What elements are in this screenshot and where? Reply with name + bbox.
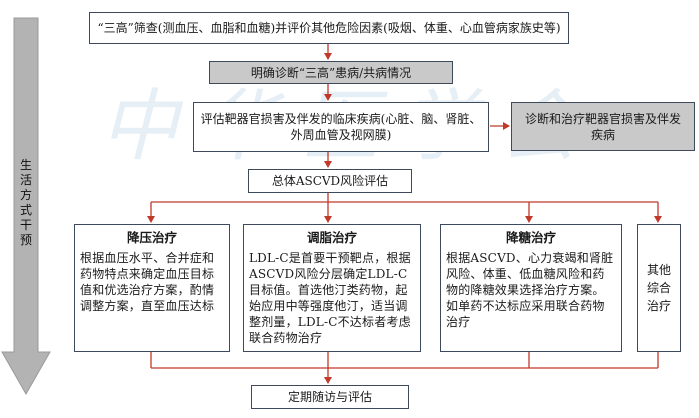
glucose-treatment-text: 根据ASCVD、心力衰竭和肾脏风险、体重、低血糖风险和药物的降糖效果选择治疗方案… [446,251,614,329]
glucose-treatment-box: 降糖治疗 根据ASCVD、心力衰竭和肾脏风险、体重、低血糖风险和药物的降糖效果选… [440,224,622,352]
screening-box: “三高”筛查(测血压、血脂和血糖)并评价其他危险因素(吸烟、体重、心血管病家族史… [89,12,569,44]
ascvd-evaluation-box: 总体ASCVD风险评估 [248,169,412,193]
diagnosis-box: 明确诊断“三高”患病/共病情况 [209,61,453,84]
screening-text: “三高”筛查(测血压、血脂和血糖)并评价其他危险因素(吸烟、体重、心血管病家族史… [97,21,561,35]
bp-treatment-title: 降压治疗 [126,230,177,245]
other-treatment-box: 其他综合治疗 [637,224,681,352]
target-organ-evaluation-box: 评估靶器官损害及伴发的临床疾病(心脏、脑、肾脏、外周血管及视网膜) [193,102,489,152]
target-organ-treatment-box: 诊断和治疗靶器官损害及伴发疾病 [511,102,695,151]
target-organ-evaluation-text: 评估靶器官损害及伴发的临床疾病(心脏、脑、肾脏、外周血管及视网膜) [200,112,482,142]
lifestyle-side-arrow [1,17,51,396]
other-treatment-text: 其他综合治疗 [646,263,671,313]
followup-box: 定期随访与评估 [251,385,409,409]
diagnosis-text: 明确诊断“三高”患病/共病情况 [250,65,412,80]
lipid-treatment-title: 调脂治疗 [306,230,357,245]
lipid-treatment-box: 调脂治疗 LDL-C是首要干预靶点，根据ASCVD风险分层确定LDL-C目标值。… [243,224,421,352]
bp-treatment-box: 降压治疗 根据血压水平、合并症和药物特点来确定血压目标值和优选治疗方案，酌情调整… [74,224,230,352]
bp-treatment-text: 根据血压水平、合并症和药物特点来确定血压目标值和优选治疗方案，酌情调整方案，直至… [80,251,215,313]
glucose-treatment-title: 降糖治疗 [505,230,556,245]
ascvd-evaluation-text: 总体ASCVD风险评估 [271,174,389,188]
target-organ-treatment-text: 诊断和治疗靶器官损害及伴发疾病 [524,111,681,142]
lipid-treatment-text: LDL-C是首要干预靶点，根据ASCVD风险分层确定LDL-C目标值。首选他汀类… [249,251,411,345]
lifestyle-intervention-label: 生活方式干预 [19,158,32,247]
followup-text: 定期随访与评估 [287,390,372,404]
